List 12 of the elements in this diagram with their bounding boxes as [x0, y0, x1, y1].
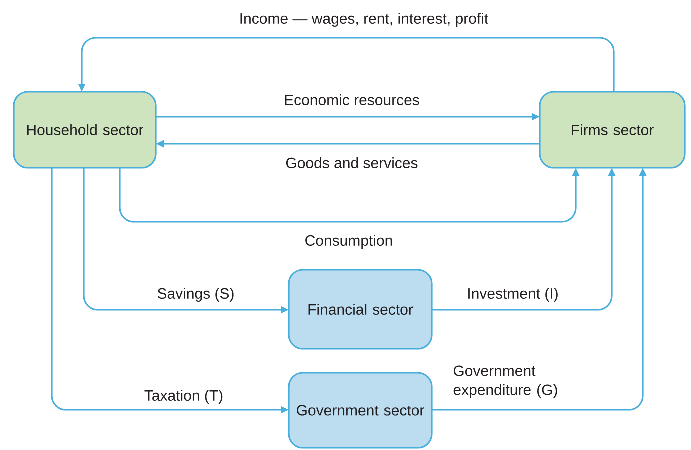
sector-box: Firms sector	[539, 91, 686, 169]
edge-label: Income — wages, rent, interest, profit	[240, 13, 489, 27]
edge-label: Savings (S)	[158, 288, 234, 302]
edge-label: Taxation (T)	[144, 390, 223, 404]
edge-label: Goods and services	[286, 158, 418, 168]
edge-label: Investment (I)	[468, 288, 558, 302]
edge-label: Economic resources	[285, 94, 420, 106]
sector-box: Financial sector	[288, 269, 433, 350]
edge-label: Consumption	[306, 235, 392, 249]
edge-label: Government expenditure (G)	[454, 366, 558, 398]
sector-box: Government sector	[288, 372, 433, 449]
sector-box: Household sector	[13, 91, 157, 169]
